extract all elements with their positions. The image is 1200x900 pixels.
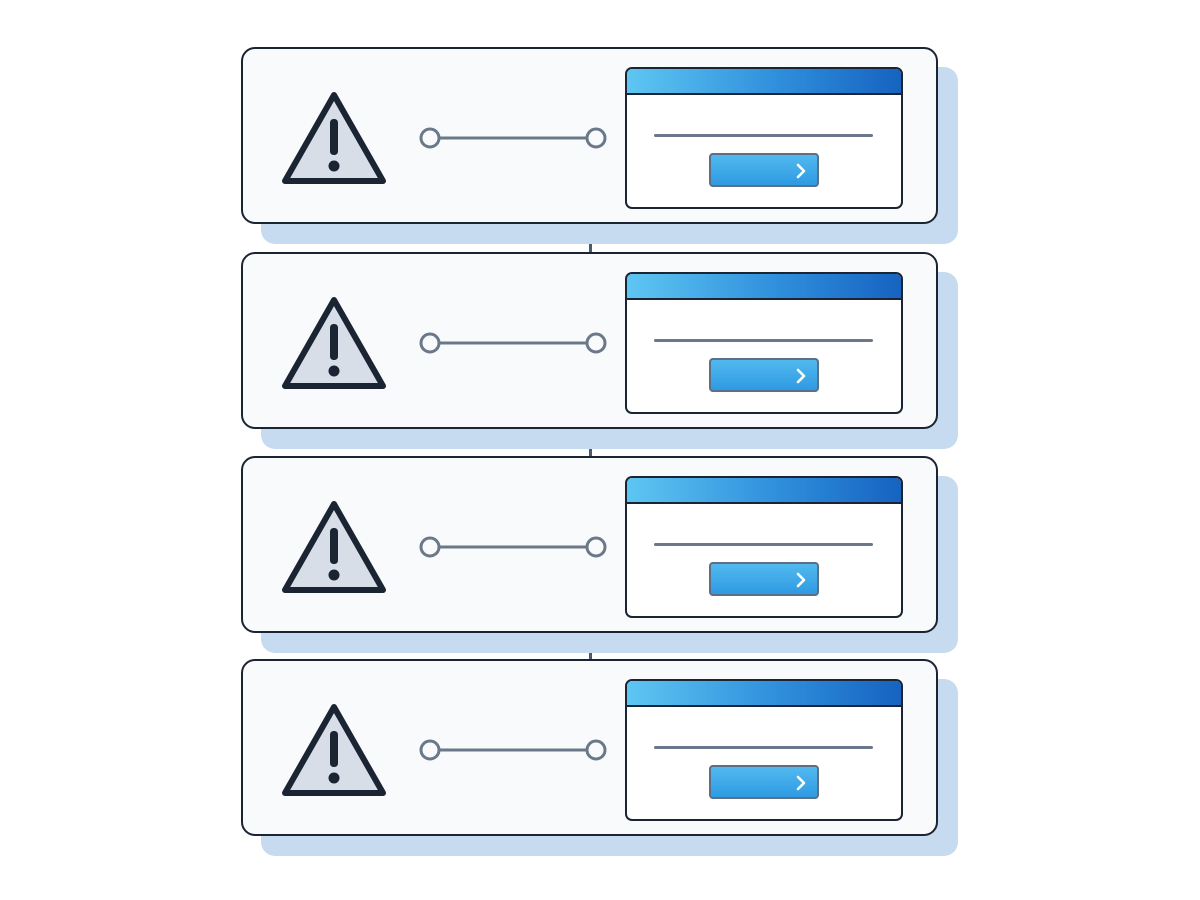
chevron-right-icon [796, 775, 806, 791]
connection-link-icon [419, 536, 607, 558]
card-body [241, 456, 938, 633]
dialog-titlebar [627, 69, 901, 95]
dialog-text-placeholder [654, 746, 873, 749]
dialog-window [625, 67, 903, 209]
card-body [241, 659, 938, 836]
card-body [241, 47, 938, 224]
dialog-text-placeholder [654, 339, 873, 342]
alert-card [241, 47, 958, 244]
alert-card [241, 456, 958, 653]
connection-link-icon [419, 739, 607, 761]
dialog-titlebar [627, 274, 901, 300]
dialog-text-placeholder [654, 543, 873, 546]
alert-card [241, 659, 958, 856]
chevron-right-icon [796, 368, 806, 384]
connection-link-icon [419, 332, 607, 354]
card-body [241, 252, 938, 429]
chevron-right-icon [796, 572, 806, 588]
dialog-text-placeholder [654, 134, 873, 137]
dialog-window [625, 476, 903, 618]
dialog-titlebar [627, 681, 901, 707]
warning-triangle-icon [282, 704, 386, 796]
warning-triangle-icon [282, 92, 386, 184]
connection-link-icon [419, 127, 607, 149]
dialog-window [625, 679, 903, 821]
dialog-next-button[interactable] [709, 765, 819, 799]
chevron-right-icon [796, 163, 806, 179]
warning-triangle-icon [282, 501, 386, 593]
warning-triangle-icon [282, 297, 386, 389]
dialog-next-button[interactable] [709, 153, 819, 187]
alert-card [241, 252, 958, 449]
dialog-window [625, 272, 903, 414]
dialog-titlebar [627, 478, 901, 504]
dialog-next-button[interactable] [709, 358, 819, 392]
dialog-next-button[interactable] [709, 562, 819, 596]
